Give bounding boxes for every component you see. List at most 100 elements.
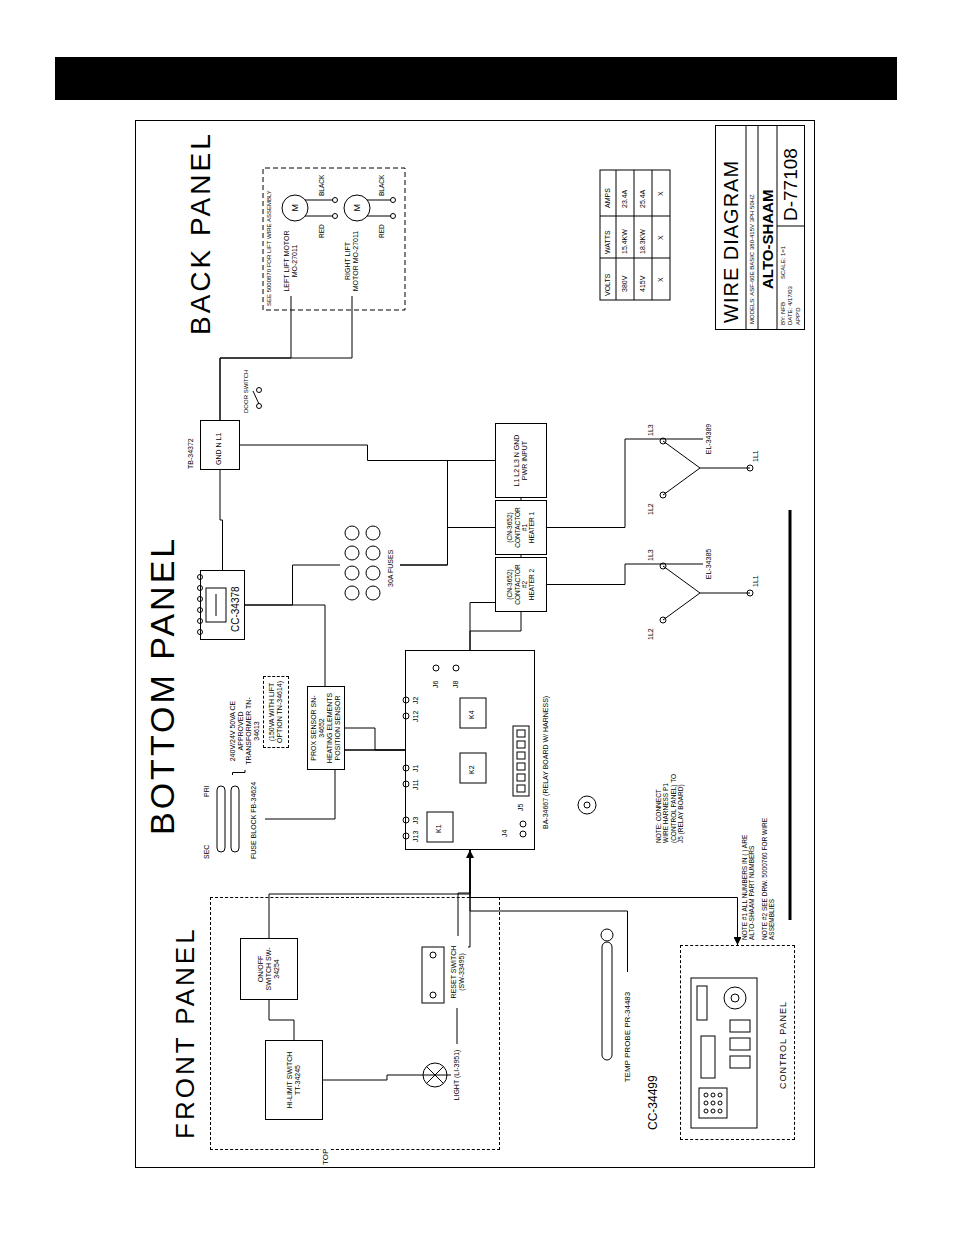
wire	[400, 461, 495, 566]
component-box: FRONT PANELHI-LIMIT SWITCHTT-34245ON/OFF…	[210, 897, 500, 1150]
part-label: J12	[412, 711, 420, 722]
component-box: TB-34372GND N L1	[200, 420, 240, 470]
lift-assembly-box	[263, 168, 405, 310]
probe-rod	[602, 942, 612, 1060]
relay-k4	[460, 698, 486, 728]
component-box: TEMP PROBE PR-34483	[621, 972, 634, 1102]
node-text: TB-34372	[187, 438, 195, 469]
wire	[470, 612, 521, 650]
node-text: TEMP PROBE PR-34483	[623, 992, 632, 1083]
part-label: M	[352, 204, 362, 212]
node-text: L1 L2 L3 N GND	[513, 435, 521, 487]
component-box: LEFT LIFT MOTOR MO-27011	[281, 226, 301, 296]
buzzer-symbol	[578, 796, 596, 814]
part-label: X	[657, 235, 665, 240]
rating-table	[600, 170, 670, 300]
node-text: MODELS: ASF-60E BASIC 380-415V 3PH 50HZ	[749, 194, 756, 324]
node-text: HI-LIMIT SWITCH	[286, 1052, 294, 1109]
node-text: FRONT PANEL	[171, 926, 201, 1139]
node-text: HEATER 1	[528, 512, 535, 543]
node-text: LIGHT (LI-3951)	[453, 1050, 461, 1101]
door-switch-contact	[257, 404, 262, 409]
part-label: VOLTS	[604, 274, 612, 296]
terminal	[430, 992, 436, 998]
part-label: 1L1	[752, 450, 760, 462]
wire	[547, 564, 703, 585]
part-label: 23.4A	[621, 190, 629, 208]
part-label: WATTS	[604, 230, 612, 254]
component-box: (150VA WITH LIFT OPTION TN-34614)	[263, 676, 289, 748]
timer-relay	[206, 588, 226, 622]
part-label: BLACK	[378, 175, 385, 196]
motor-leads	[367, 200, 391, 216]
relay-pins	[403, 697, 409, 839]
component-box: SECPRIFUSE BLOCK FB-34624	[200, 775, 265, 863]
motor-leads	[305, 200, 333, 216]
chip	[730, 1020, 750, 1032]
node-text: LEFT LIFT MOTOR MO-27011	[283, 229, 299, 293]
node-text: 30A FUSES	[387, 550, 395, 587]
part-label: RED	[378, 224, 385, 238]
wire	[470, 850, 738, 945]
node-text: APP'D	[795, 308, 802, 325]
lead-terminal	[391, 214, 396, 219]
node-text: CC-34378	[230, 586, 242, 632]
wire	[470, 850, 628, 972]
j4-pin	[520, 821, 526, 827]
part-label: NOTE #2 SEE DRW. 5000760 FOR WIRE ASSEMB…	[761, 815, 776, 940]
node-text: SEC	[203, 845, 211, 859]
part-label: X	[657, 277, 665, 282]
j8-pin	[453, 665, 459, 671]
j6-pin	[433, 665, 439, 671]
node-text: ALTO-SHAAM	[759, 190, 776, 289]
timer-relay-contact	[216, 594, 217, 616]
part-label: TOP	[321, 1149, 330, 1165]
rotated-sheet: FRONT PANEL HI-LIMIT SWITCHTT-34245 ON/OFF…	[135, 120, 815, 1168]
component-box: (CN-3652) CONTACTOR #1HEATER 1	[495, 500, 547, 555]
node-text: PWR INPUT	[521, 441, 529, 480]
part-label: X	[657, 191, 665, 196]
wire	[269, 1000, 294, 1040]
component-box: WIRE DIAGRAMMODELS: ASF-60E BASIC 380-41…	[715, 125, 805, 330]
wire	[269, 850, 470, 938]
node-text: PROX SENSOR SN-34652	[310, 690, 326, 766]
node-text: HEATER 2	[528, 569, 535, 600]
part-label: NOTE: CONNECT WIRE HARNESS P1 (CONTROL P…	[655, 771, 685, 843]
j5-pins	[517, 730, 525, 792]
part-label: 380V	[621, 276, 629, 292]
node-text: EL-34385	[705, 549, 713, 579]
part-label: 18.3KW	[639, 229, 647, 254]
node-text: BY: NFB	[780, 302, 787, 325]
panel-connector	[697, 986, 707, 1020]
terminal	[430, 952, 436, 958]
wire	[240, 445, 495, 461]
relay-k1	[427, 812, 453, 842]
buzzer-center	[731, 994, 739, 1002]
wire	[323, 1075, 451, 1080]
part-label: 415V	[639, 276, 647, 292]
lead-terminal	[333, 214, 338, 219]
fuse-symbol	[231, 786, 239, 852]
wire	[547, 439, 703, 528]
node-text: RIGHT LIFT MOTOR MO-27011	[344, 229, 360, 293]
part-label: K1	[435, 824, 443, 833]
motor-symbol	[344, 195, 370, 221]
part-label: 25.4A	[639, 190, 647, 208]
component-box: EL-34385	[703, 542, 715, 586]
part-label: K4	[468, 710, 476, 719]
part-label: BLACK	[318, 175, 325, 196]
relay-k2	[460, 753, 486, 783]
node-text: CONTROL PANEL	[778, 1001, 788, 1089]
motor-symbol	[282, 195, 308, 221]
component-box: HI-LIMIT SWITCHTT-34245	[265, 1040, 323, 1120]
node-text: (CN-3652) CONTACTOR #1	[506, 504, 528, 551]
part-label: K2	[468, 765, 476, 774]
component-box: ON/OFF SWITCH SW-34254	[240, 938, 298, 1000]
part-label: RED	[318, 224, 325, 238]
node-text: SCALE: 1=1	[780, 246, 787, 279]
part-label: AMPS	[604, 188, 612, 208]
component-box: LIGHT (LI-3951)	[451, 1044, 463, 1106]
node-text: TT-34245	[294, 1065, 302, 1095]
fuse-symbol	[217, 786, 225, 852]
part-label: 1L3	[647, 424, 655, 436]
